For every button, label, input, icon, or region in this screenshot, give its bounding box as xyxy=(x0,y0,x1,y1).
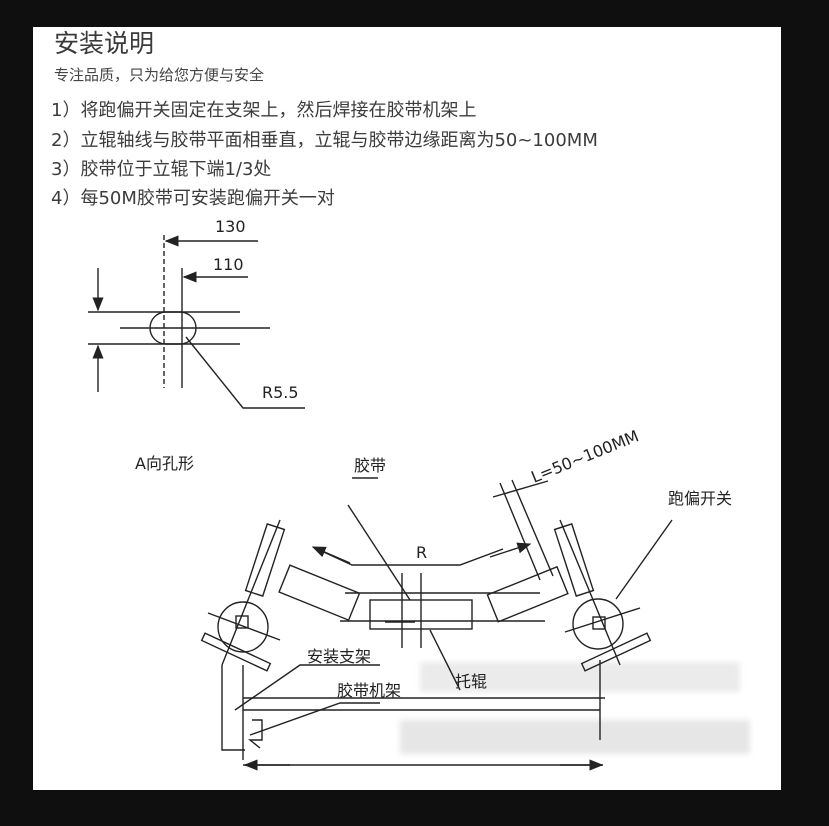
bracket-label: 安装支架 xyxy=(307,647,371,666)
belt-label: 胶带 xyxy=(354,456,386,475)
page-title: 安装说明 xyxy=(54,29,155,58)
conveyor-diagram: 胶带 L=50~100MM 跑偏开关 R xyxy=(200,426,732,771)
step-3: 3）胶带位于立辊下端1/3处 xyxy=(51,159,272,180)
hole-diagram: 130 110 R5.5 A向孔形 xyxy=(88,217,305,473)
step-1: 1）将跑偏开关固定在支架上，然后焊接在胶带机架上 xyxy=(51,100,477,121)
radius-label: R5.5 xyxy=(262,383,299,402)
frame-label: 胶带机架 xyxy=(337,681,401,700)
dim-130: 130 xyxy=(215,217,246,236)
blurred-watermark xyxy=(400,662,750,754)
page-subtitle: 专注品质，只为给您方便与安全 xyxy=(54,66,265,84)
hole-caption: A向孔形 xyxy=(135,454,194,473)
idler-label: 托辊 xyxy=(455,672,487,691)
dim-110: 110 xyxy=(213,255,244,274)
step-4: 4）每50M胶带可安装跑偏开关一对 xyxy=(51,188,335,209)
distance-label: L=50~100MM xyxy=(528,426,641,486)
step-2: 2）立辊轴线与胶带平面相垂直，立辊与胶带边缘距离为50~100MM xyxy=(51,130,598,151)
r-label: R xyxy=(416,543,427,562)
switch-label: 跑偏开关 xyxy=(668,489,732,508)
